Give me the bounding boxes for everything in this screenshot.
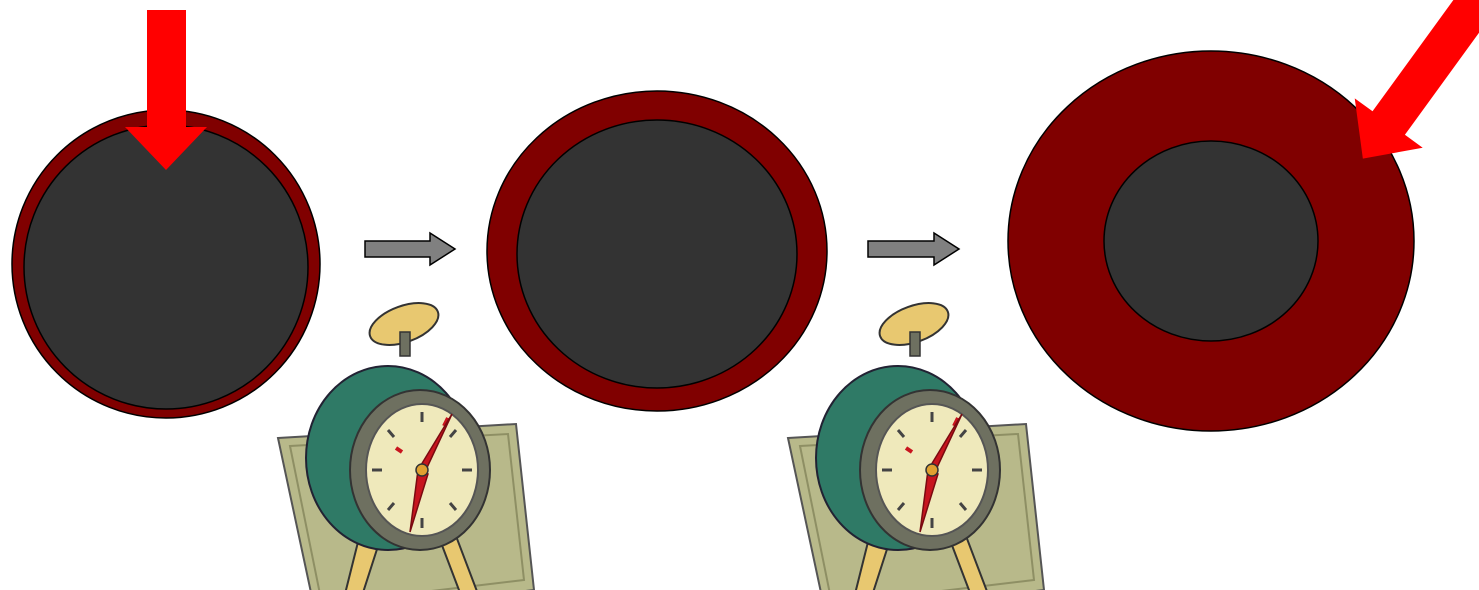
right-arrow-icon xyxy=(868,233,959,265)
alarm-clock-icon xyxy=(788,295,1044,590)
stage-3 xyxy=(1008,51,1414,431)
alarm-clock-icon xyxy=(278,295,534,590)
stage-2 xyxy=(487,91,827,411)
right-arrow-icon xyxy=(365,233,455,265)
stage-3-core xyxy=(1104,141,1318,341)
stage-2-core xyxy=(517,120,797,388)
